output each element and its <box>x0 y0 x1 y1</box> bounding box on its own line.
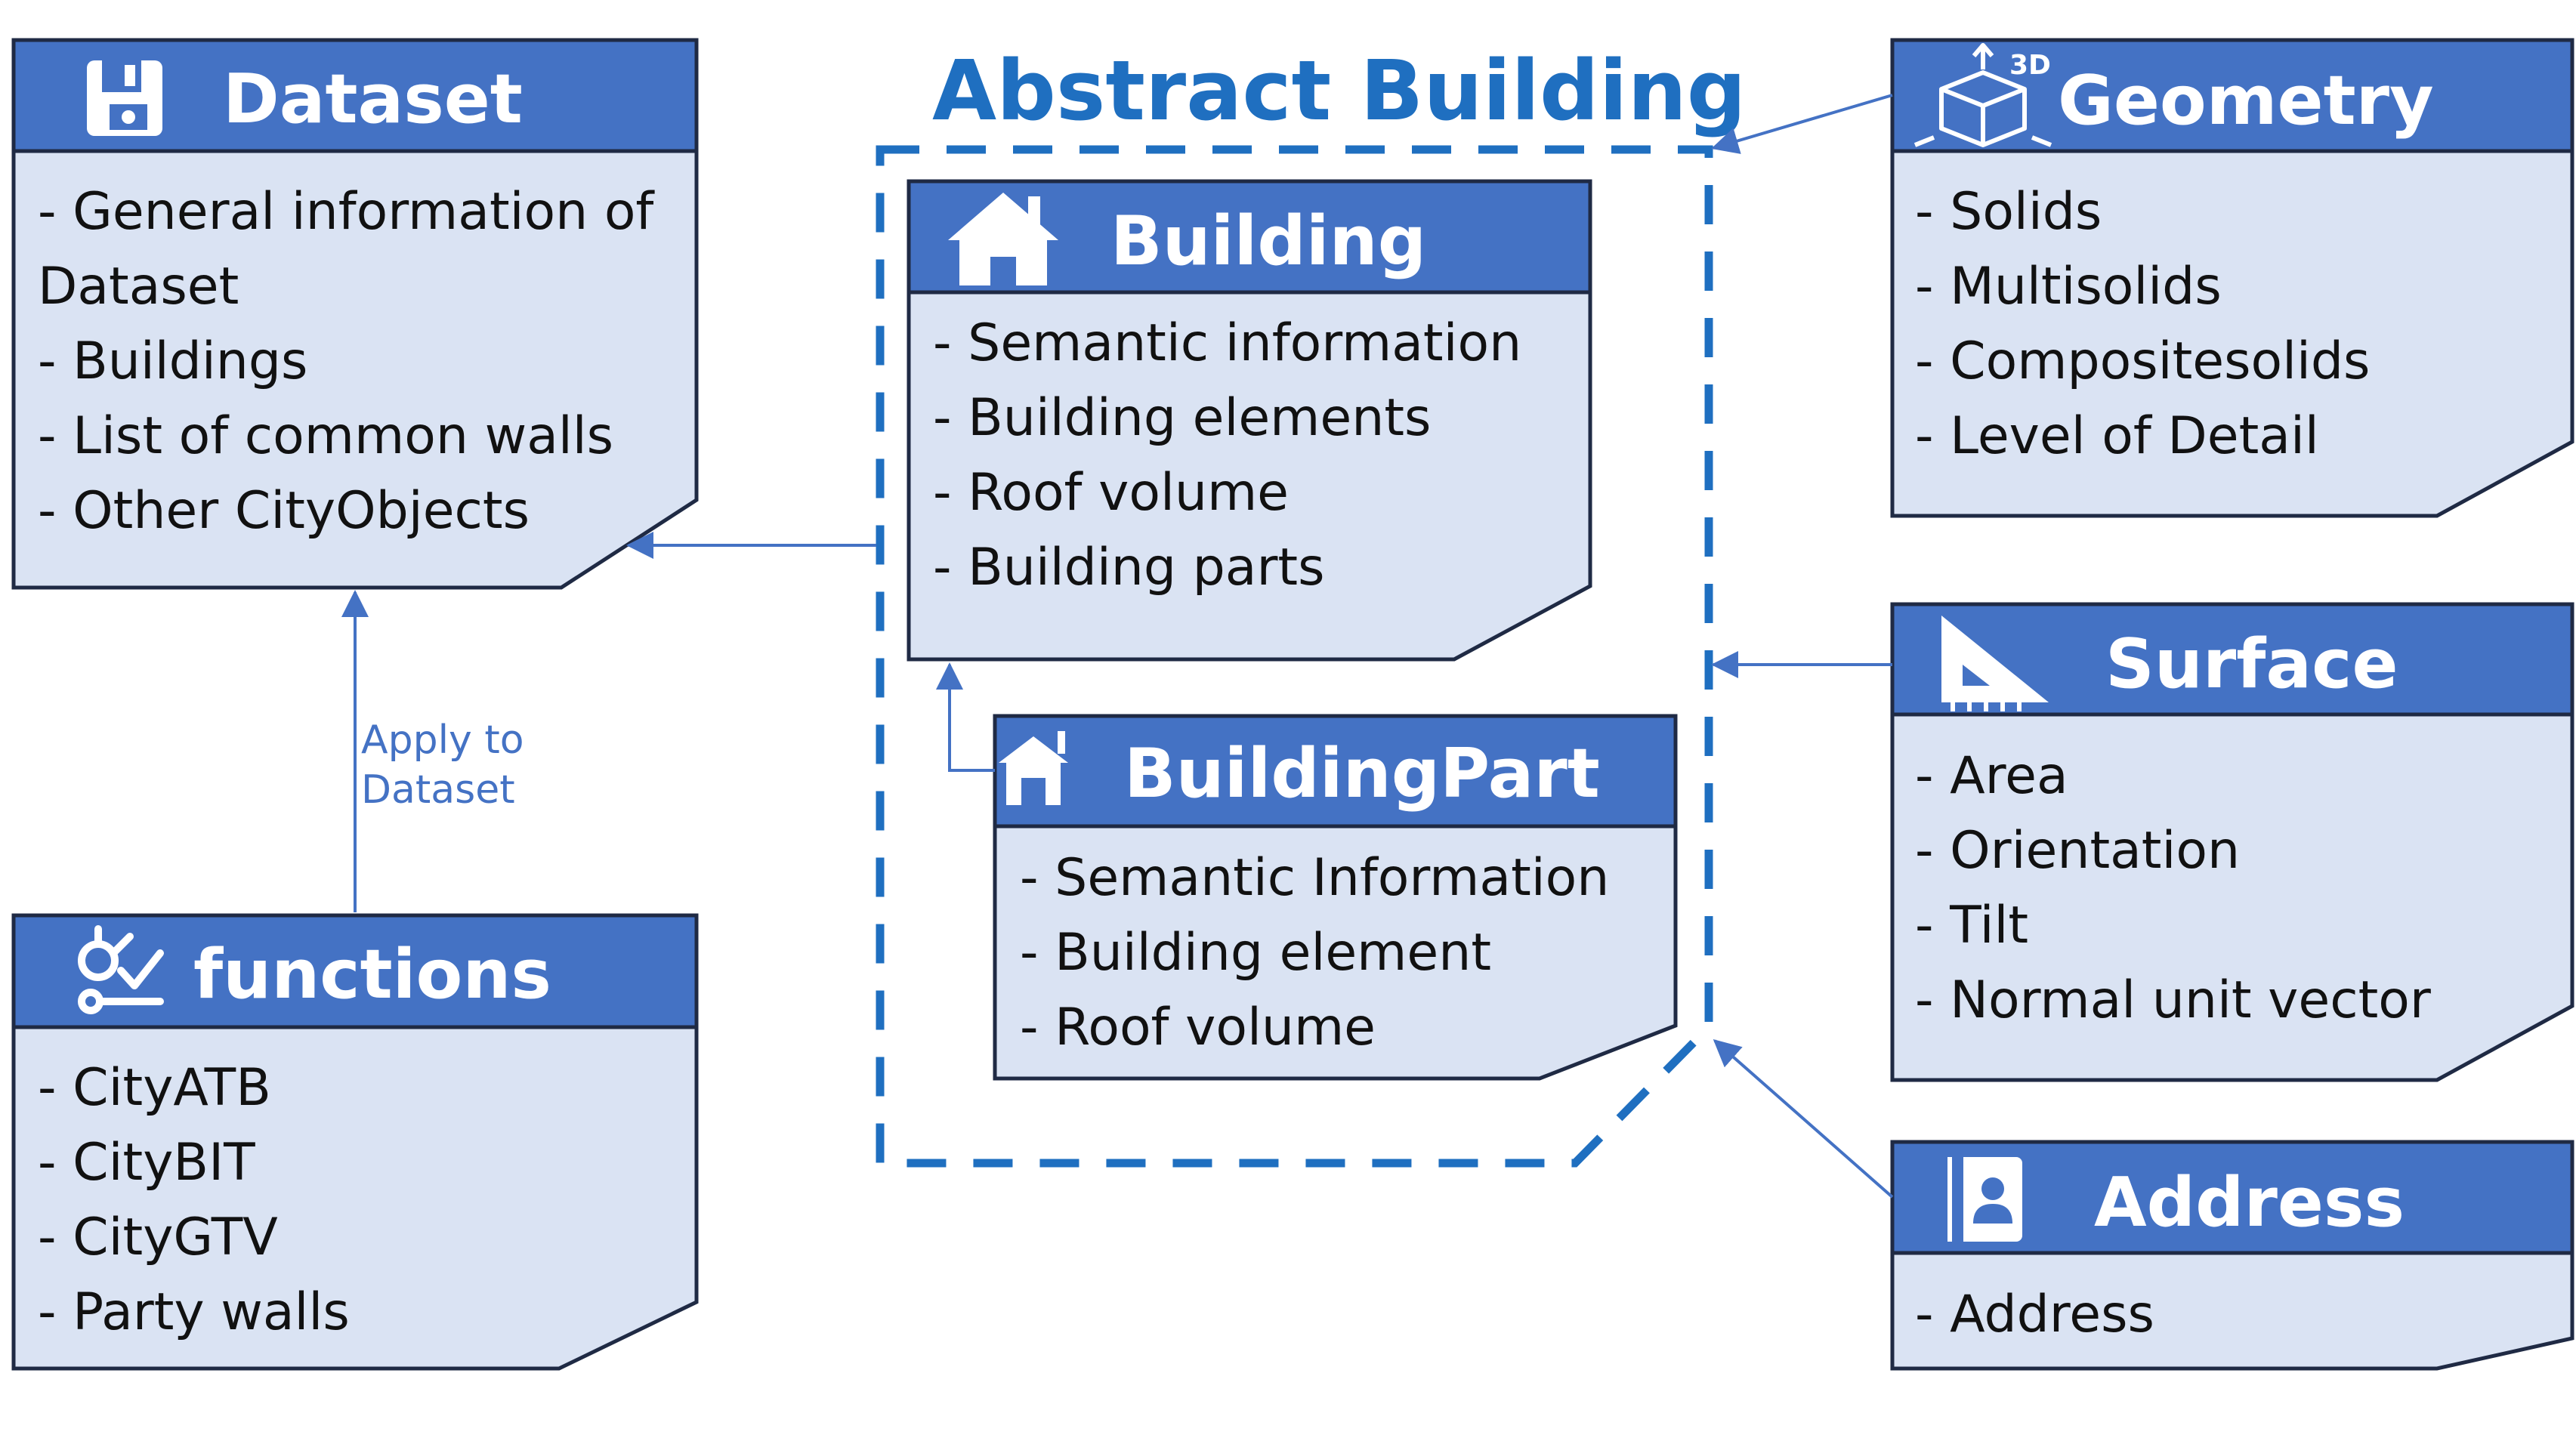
address-title: Address <box>2094 1163 2405 1242</box>
surface-item: - Normal unit vector <box>1915 970 2431 1030</box>
geometry-box[interactable]: 3D Geometry - Solids - Multisolids - Com… <box>1890 38 2574 518</box>
arrow-geometry-to-abstract <box>1711 94 1893 154</box>
dataset-item: - Buildings <box>38 332 307 391</box>
set-square-icon <box>1941 616 2049 711</box>
surface-item: - Orientation <box>1915 821 2240 881</box>
geometry-item: - Multisolids <box>1915 257 2222 316</box>
cube-3d-icon-label: 3D <box>2009 50 2051 81</box>
abstract-building-frame <box>876 145 1713 1168</box>
apply-to-dataset-label: Apply to <box>361 717 524 763</box>
connectors <box>341 94 1894 1199</box>
geometry-title: Geometry <box>2058 61 2434 140</box>
building-part-icon <box>999 731 1068 805</box>
building-item: - Building elements <box>933 388 1431 448</box>
functions-title: functions <box>193 935 551 1014</box>
dataset-item: - General information of <box>38 182 655 242</box>
buildingpart-item: - Building element <box>1020 923 1491 983</box>
dataset-title: Dataset <box>223 60 523 139</box>
functions-item: - Party walls <box>38 1282 350 1342</box>
address-book-icon <box>1947 1157 2022 1242</box>
floppy-disk-icon <box>87 60 162 136</box>
functions-item: - CityATB <box>38 1058 271 1118</box>
geometry-item: - Level of Detail <box>1915 406 2319 466</box>
building-box[interactable]: Building - Semantic information - Buildi… <box>907 179 1592 662</box>
building-item: - Semantic information <box>933 313 1521 373</box>
diagram-title: Abstract Building <box>932 42 1747 139</box>
dataset-box[interactable]: Dataset - General information of Dataset… <box>11 38 699 590</box>
route-check-icon <box>78 925 164 1014</box>
buildingpart-item: - Roof volume <box>1020 998 1376 1057</box>
functions-item: - CityBIT <box>38 1133 255 1193</box>
geometry-item: - Compositesolids <box>1915 332 2370 391</box>
apply-to-dataset-label: Dataset <box>361 767 515 813</box>
dataset-item: - List of common walls <box>38 406 613 466</box>
buildingpart-box[interactable]: BuildingPart - Semantic Information - Bu… <box>993 714 1678 1081</box>
surface-item: - Area <box>1915 746 2068 806</box>
functions-box[interactable]: functions - CityATB - CityBIT - CityGTV … <box>11 913 699 1371</box>
building-item: - Roof volume <box>933 463 1289 523</box>
address-box[interactable]: Address - Address <box>1890 1140 2574 1371</box>
surface-box[interactable]: Surface - Area - Orientation - Tilt - No… <box>1890 602 2574 1082</box>
building-item: - Building parts <box>933 538 1325 597</box>
address-item: - Address <box>1915 1285 2154 1344</box>
surface-title: Surface <box>2105 625 2398 704</box>
building-title: Building <box>1110 202 1426 281</box>
dataset-item: - Other CityObjects <box>38 481 530 541</box>
arrow-buildingpart-to-building <box>936 662 995 772</box>
arrow-address-to-abstract <box>1713 1039 1894 1199</box>
surface-item: - Tilt <box>1915 896 2028 955</box>
cube-3d-icon <box>1913 43 2052 147</box>
functions-item: - CityGTV <box>38 1208 278 1267</box>
buildingpart-title: BuildingPart <box>1124 734 1600 813</box>
dataset-item: Dataset <box>38 257 239 316</box>
house-icon <box>948 193 1058 285</box>
geometry-item: - Solids <box>1915 182 2102 242</box>
buildingpart-item: - Semantic Information <box>1020 848 1609 908</box>
